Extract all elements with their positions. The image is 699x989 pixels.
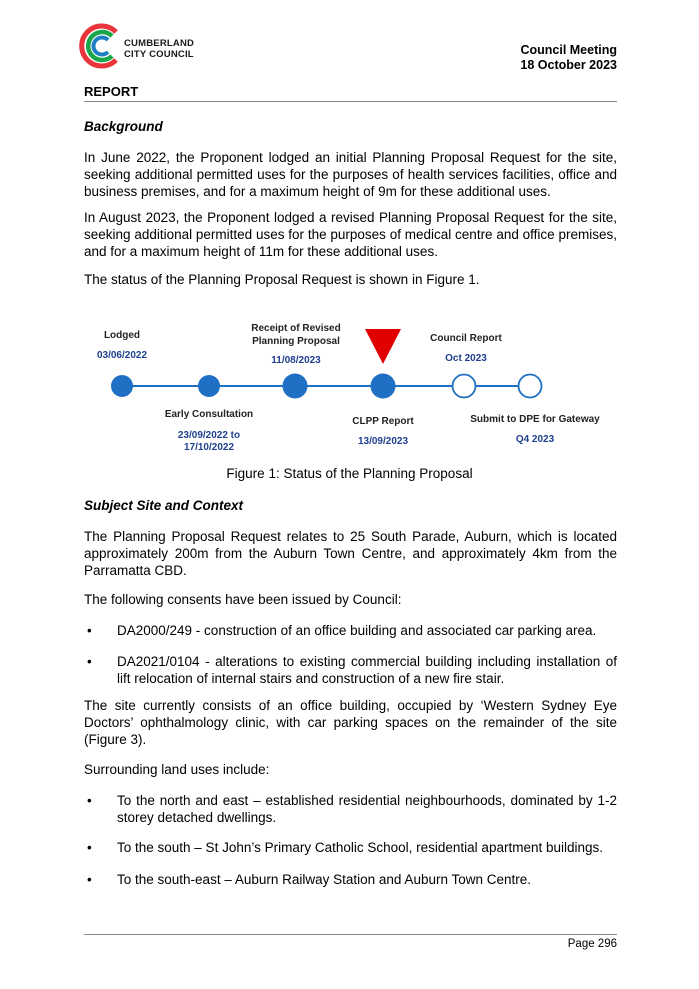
date-lodged: 03/06/2022 xyxy=(97,350,147,361)
site-paragraph-4: Surrounding land uses include: xyxy=(84,762,270,777)
bullet-icon: • xyxy=(87,840,92,855)
land-use-3: To the south-east – Auburn Railway Stati… xyxy=(117,872,532,887)
current-stage-marker-icon xyxy=(365,329,401,364)
label-lodged: Lodged xyxy=(104,330,140,341)
bullet-icon: • xyxy=(87,654,92,669)
bullet-icon: • xyxy=(87,623,92,638)
land-use-2: To the south – St John’s Primary Catholi… xyxy=(117,840,604,855)
date-early-consultation-2: 17/10/2022 xyxy=(184,442,234,453)
header-divider xyxy=(84,101,617,102)
date-gateway: Q4 2023 xyxy=(516,434,555,445)
milestone-council-report xyxy=(451,373,477,399)
list-item: • DA2021/0104 - alterations to existing … xyxy=(84,653,617,687)
background-paragraph-1: In June 2022, the Proponent lodged an in… xyxy=(84,150,617,199)
meeting-info: Council Meeting 18 October 2023 xyxy=(520,43,617,73)
list-item: • To the north and east – established re… xyxy=(84,792,617,826)
milestone-gateway xyxy=(517,373,543,399)
site-heading: Subject Site and Context xyxy=(84,498,244,513)
org-name-line1: CUMBERLAND xyxy=(124,38,195,49)
milestone-lodged xyxy=(111,375,133,397)
figure-caption: Figure 1: Status of the Planning Proposa… xyxy=(226,466,473,481)
label-council-report: Council Report xyxy=(430,333,502,344)
cumberland-logo-icon xyxy=(79,23,118,69)
background-paragraph-2: In August 2023, the Proponent lodged a r… xyxy=(84,210,617,259)
footer-divider xyxy=(84,934,617,935)
milestone-early-consultation xyxy=(198,375,220,397)
list-item: • DA2000/249 - construction of an office… xyxy=(84,622,617,639)
background-paragraph-3: The status of the Planning Proposal Requ… xyxy=(84,272,480,287)
page-number: Page 296 xyxy=(567,938,617,950)
date-early-consultation-1: 23/09/2022 to xyxy=(178,430,240,441)
meeting-title: Council Meeting xyxy=(520,43,617,57)
bullet-icon: • xyxy=(87,872,92,887)
date-council-report: Oct 2023 xyxy=(445,353,487,364)
label-gateway: Submit to DPE for Gateway xyxy=(470,414,600,425)
site-paragraph-1: The Planning Proposal Request relates to… xyxy=(84,529,617,578)
background-heading: Background xyxy=(84,119,163,134)
org-name: CUMBERLAND CITY COUNCIL xyxy=(124,38,194,60)
land-use-1: To the north and east – established resi… xyxy=(117,793,617,825)
label-revised-2: Planning Proposal xyxy=(252,336,340,347)
bullet-icon: • xyxy=(87,793,92,808)
milestone-clpp-report xyxy=(370,373,396,399)
date-revised: 11/08/2023 xyxy=(271,355,321,366)
label-clpp-report: CLPP Report xyxy=(352,416,414,427)
site-paragraph-2: The following consents have been issued … xyxy=(84,592,402,607)
consent-1: DA2000/249 - construction of an office b… xyxy=(117,623,597,638)
consent-2: DA2021/0104 - alterations to existing co… xyxy=(117,654,617,686)
site-paragraph-3: The site currently consists of an office… xyxy=(84,698,617,747)
label-revised-1: Receipt of Revised xyxy=(251,323,340,334)
meeting-date: 18 October 2023 xyxy=(520,58,617,72)
date-clpp-report: 13/09/2023 xyxy=(358,436,408,447)
label-early-consultation: Early Consultation xyxy=(165,409,253,420)
list-item: • To the south – St John’s Primary Catho… xyxy=(84,839,617,856)
milestone-revised-proposal xyxy=(282,373,308,399)
org-name-line2: CITY COUNCIL xyxy=(124,49,194,60)
section-title: REPORT xyxy=(84,84,139,99)
list-item: • To the south-east – Auburn Railway Sta… xyxy=(84,871,617,888)
status-timeline: Lodged 03/06/2022 Receipt of Revised Pla… xyxy=(97,323,600,453)
